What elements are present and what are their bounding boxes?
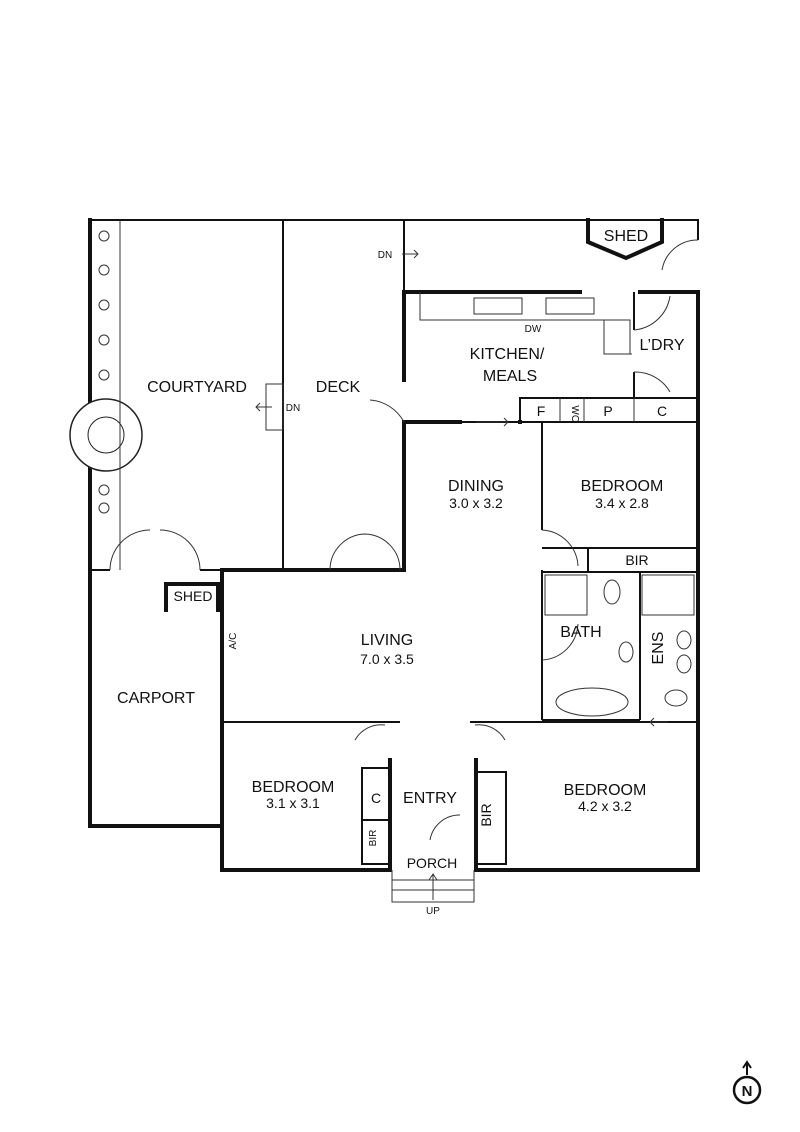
room-label-entry: ENTRY	[403, 790, 457, 807]
north-compass-icon: N	[732, 1060, 762, 1105]
up-label-porch: UP	[426, 906, 440, 917]
room-label-deck: DECK	[316, 379, 361, 396]
room-label-porch: PORCH	[407, 855, 458, 871]
room-label-living: LIVING	[361, 632, 413, 649]
room-label-shed-left: SHED	[174, 588, 213, 604]
room-label-laundry: L’DRY	[639, 337, 684, 354]
tree-icon	[69, 398, 143, 472]
pantry-label: P	[603, 403, 612, 419]
fridge-label: F	[537, 403, 546, 419]
dn-label-courtyard: DN	[286, 403, 300, 414]
room-size-bedroom-se: 4.2 x 3.2	[578, 798, 632, 814]
compass-label: N	[742, 1083, 753, 1100]
room-label-ensuite: ENS	[650, 632, 667, 665]
room-label-shed-top: SHED	[604, 228, 648, 245]
dishwasher-label: DW	[525, 324, 542, 335]
room-label-courtyard: COURTYARD	[147, 379, 247, 396]
ac-label: A/C	[228, 633, 239, 650]
room-label-bedroom-sw: BEDROOM	[252, 779, 335, 796]
bir-se-label: BIR	[478, 803, 494, 826]
room-label-bedroom-ne: BEDROOM	[581, 478, 664, 495]
room-label-dining: DINING	[448, 478, 504, 495]
room-label-kitchen-1: KITCHEN/	[470, 346, 545, 363]
bir-sw-label: BIR	[368, 830, 379, 847]
wall-oven-label: WO	[569, 405, 580, 422]
room-label-kitchen-2: MEALS	[483, 368, 537, 385]
room-label-carport: CARPORT	[117, 690, 195, 707]
room-size-dining: 3.0 x 3.2	[449, 495, 503, 511]
garden-bed	[98, 220, 121, 570]
room-label-bedroom-se: BEDROOM	[564, 782, 647, 799]
room-size-living: 7.0 x 3.5	[360, 651, 414, 667]
walls	[69, 218, 700, 903]
cupboard-sw-label: C	[371, 790, 381, 806]
room-label-bath: BATH	[560, 624, 601, 641]
room-size-bedroom-sw: 3.1 x 3.1	[266, 795, 320, 811]
bir-ne-label: BIR	[625, 552, 648, 568]
kitchen-cupboard-label: C	[657, 403, 667, 419]
dn-label-top: DN	[378, 250, 392, 261]
room-size-bedroom-ne: 3.4 x 2.8	[595, 495, 649, 511]
